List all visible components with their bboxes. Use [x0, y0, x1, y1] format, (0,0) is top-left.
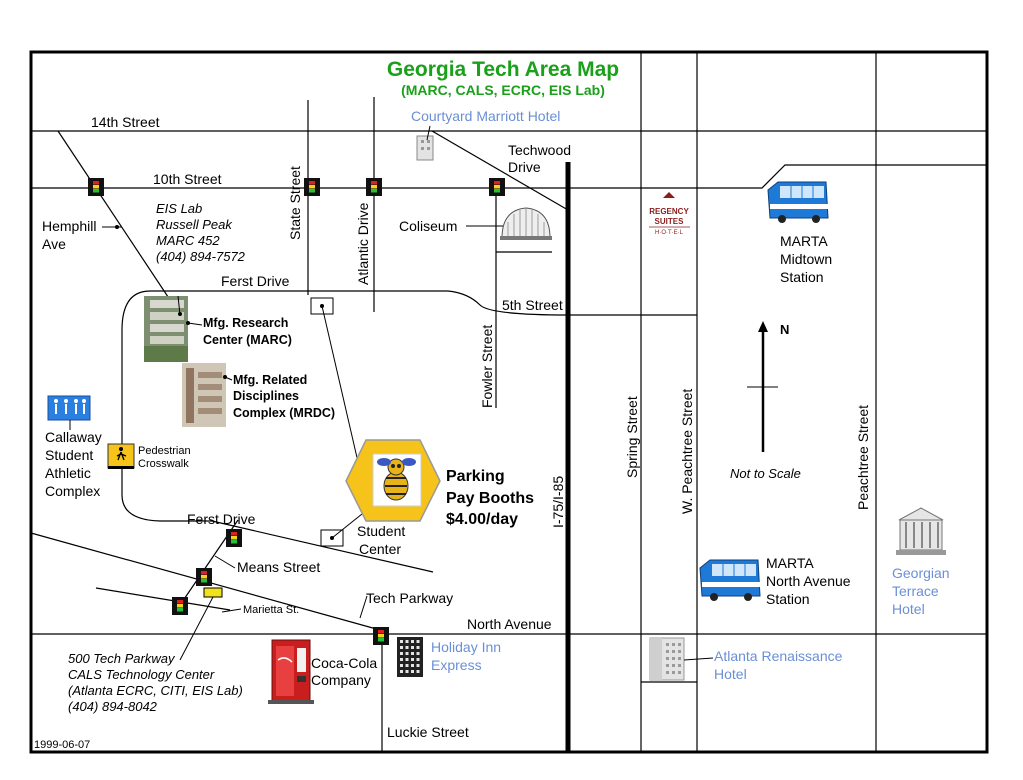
- label-hemphill-2: Ave: [42, 236, 66, 252]
- map-border: [29, 50, 989, 754]
- label-spring-street: Spring Street: [624, 396, 640, 478]
- eis-lab-line-2: Russell Peak: [156, 217, 233, 232]
- label-student-center-1: Student: [357, 523, 405, 539]
- label-mrdc-2: Disciplines: [233, 389, 299, 403]
- coliseum-icon: [500, 207, 552, 240]
- label-renaissance-1: Atlanta Renaissance: [714, 648, 843, 664]
- label-crosswalk-1: Pedestrian: [138, 445, 191, 457]
- label-renaissance-2: Hotel: [714, 666, 747, 682]
- label-marta-midtown-1: MARTA: [780, 233, 828, 249]
- label-mrdc-1: Mfg. Related: [233, 373, 307, 387]
- label-10th-street: 10th Street: [153, 171, 222, 187]
- label-14th-street: 14th Street: [91, 114, 160, 130]
- label-interstate: I-75/I-85: [550, 476, 566, 528]
- traffic-light-icon: [366, 178, 382, 196]
- vending-machine-icon: [268, 639, 314, 704]
- pedestrian-crossing-icon: [107, 443, 135, 469]
- label-parking-2: Pay Booths: [446, 490, 534, 507]
- label-georgian-2: Terrace: [892, 583, 939, 599]
- label-marta-north-3: Station: [766, 591, 810, 607]
- page-title: Georgia Tech Area Map: [387, 58, 619, 81]
- scale-note: Not to Scale: [730, 466, 801, 481]
- holiday-inn-building-icon: [397, 637, 423, 677]
- label-fowler-street: Fowler Street: [479, 325, 495, 408]
- label-w-peachtree-street: W. Peachtree Street: [679, 389, 695, 514]
- cals-marker: [203, 587, 223, 598]
- label-marta-north-1: MARTA: [766, 555, 814, 571]
- cals-line-4: (404) 894-8042: [68, 699, 158, 714]
- label-means-street: Means Street: [237, 559, 320, 575]
- athletic-complex-icon: [47, 395, 91, 430]
- label-callaway-4: Complex: [45, 483, 100, 499]
- label-parking-1: Parking: [446, 468, 505, 485]
- traffic-light-icon: [196, 568, 212, 586]
- traffic-lights: [88, 178, 505, 645]
- label-marta-north-2: North Avenue: [766, 573, 851, 589]
- traffic-light-icon: [226, 529, 242, 547]
- regency-logo-line-1: REGENCY: [649, 207, 689, 216]
- label-luckie-street: Luckie Street: [387, 724, 469, 740]
- label-student-center-2: Center: [359, 541, 401, 557]
- label-north-avenue: North Avenue: [467, 616, 552, 632]
- label-georgian-3: Hotel: [892, 601, 925, 617]
- regency-suites-logo: REGENCY SUITES H·O·T·E·L: [649, 192, 690, 236]
- mrdc-photo: [182, 363, 226, 427]
- eis-lab-line-3: MARC 452: [156, 233, 220, 248]
- label-georgian-1: Georgian: [892, 565, 950, 581]
- page-subtitle: (MARC, CALS, ECRC, EIS Lab): [401, 82, 605, 98]
- label-coca-cola-1: Coca-Cola: [311, 655, 377, 671]
- traffic-light-icon: [304, 178, 320, 196]
- label-techwood-1: Techwood: [508, 142, 571, 158]
- cals-line-3: (Atlanta ECRC, CITI, EIS Lab): [68, 683, 243, 698]
- label-coliseum: Coliseum: [399, 218, 457, 234]
- label-callaway-3: Athletic: [45, 465, 91, 481]
- label-hemphill-1: Hemphill: [42, 218, 96, 234]
- cals-line-1: 500 Tech Parkway: [68, 651, 176, 666]
- marc-photo: [144, 296, 188, 362]
- traffic-light-icon: [172, 597, 188, 615]
- label-holiday-inn-1: Holiday Inn: [431, 639, 501, 655]
- bus-icon-north-avenue: [699, 559, 761, 601]
- traffic-light-icon: [88, 178, 104, 196]
- label-holiday-inn-2: Express: [431, 657, 482, 673]
- label-marc-2: Center (MARC): [203, 333, 292, 347]
- regency-logo-line-2: SUITES: [655, 217, 685, 226]
- label-marc-1: Mfg. Research: [203, 316, 288, 330]
- label-5th-street: 5th Street: [502, 297, 563, 313]
- label-crosswalk-2: Crosswalk: [138, 458, 189, 470]
- label-callaway-1: Callaway: [45, 429, 102, 445]
- label-courtyard-marriott: Courtyard Marriott Hotel: [411, 108, 560, 124]
- label-state-street: State Street: [287, 166, 303, 240]
- map-date: 1999-06-07: [34, 739, 90, 751]
- label-callaway-2: Student: [45, 447, 93, 463]
- label-techwood-2: Drive: [508, 159, 541, 175]
- label-ferst-drive-bottom: Ferst Drive: [187, 511, 256, 527]
- label-ferst-drive-top: Ferst Drive: [221, 273, 290, 289]
- regency-logo-line-3: H·O·T·E·L: [655, 230, 684, 236]
- traffic-light-icon: [489, 178, 505, 196]
- label-mrdc-3: Complex (MRDC): [233, 406, 335, 420]
- renaissance-building-icon: [649, 637, 685, 681]
- compass-north-label: N: [780, 322, 789, 337]
- label-marietta-street: Marietta St.: [243, 604, 299, 616]
- traffic-light-icon: [373, 627, 389, 645]
- label-coca-cola-2: Company: [311, 672, 371, 688]
- label-atlantic-drive: Atlantic Drive: [355, 202, 371, 285]
- label-marta-midtown-3: Station: [780, 269, 824, 285]
- eis-lab-line-1: EIS Lab: [156, 201, 202, 216]
- label-marta-midtown-2: Midtown: [780, 251, 832, 267]
- georgian-terrace-building-icon: [896, 507, 946, 555]
- label-tech-parkway: Tech Parkway: [366, 590, 453, 606]
- north-arrow-icon: [747, 321, 778, 452]
- label-peachtree-street: Peachtree Street: [855, 405, 871, 510]
- eis-lab-line-4: (404) 894-7572: [156, 249, 246, 264]
- cals-line-2: CALS Technology Center: [68, 667, 215, 682]
- parking-hexagon-icon: [345, 439, 441, 522]
- bus-icon-midtown: [767, 181, 829, 223]
- label-parking-3: $4.00/day: [446, 511, 518, 528]
- building-icon: [416, 125, 434, 161]
